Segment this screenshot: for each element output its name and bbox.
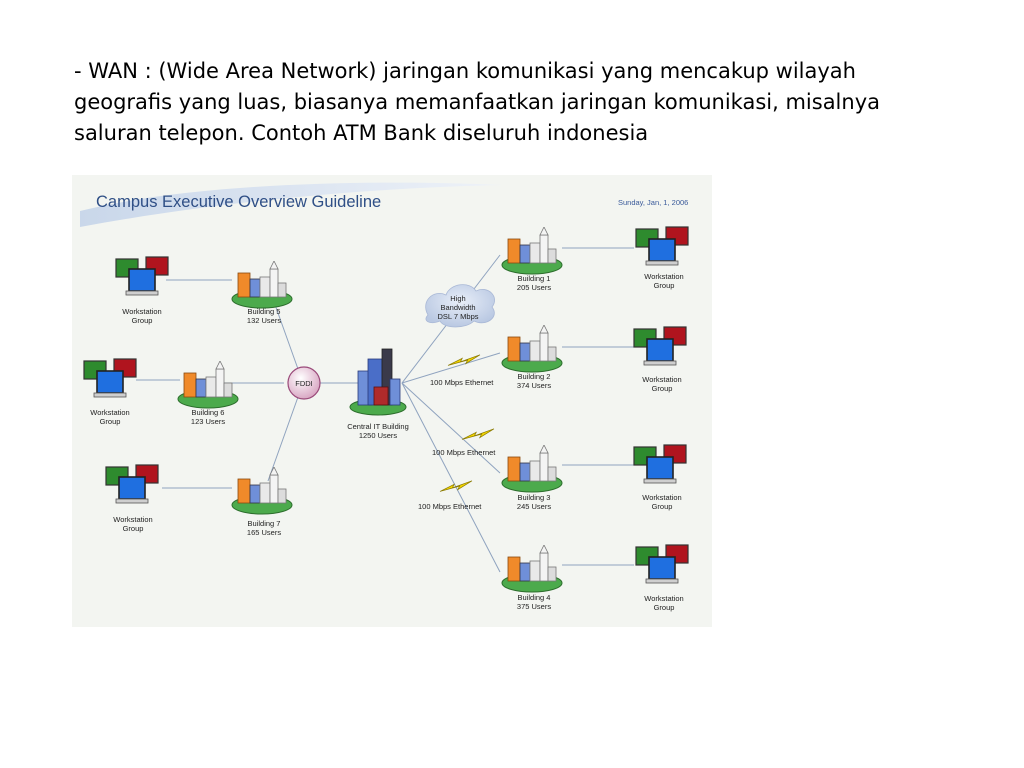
ethernet-link-b4: 100 Mbps Ethernet xyxy=(418,480,482,511)
svg-text:123 Users: 123 Users xyxy=(191,417,225,426)
workstation-group-bottom-left: Workstation Group xyxy=(105,464,159,533)
svg-text:Building 5: Building 5 xyxy=(248,307,281,316)
diagram-date: Sunday, Jan, 1, 2006 xyxy=(618,198,688,207)
diagram-title: Campus Executive Overview Guideline xyxy=(96,193,381,211)
workstation-group-1: Workstation Group xyxy=(635,226,689,290)
svg-text:Building 3: Building 3 xyxy=(518,493,551,502)
svg-text:245 Users: 245 Users xyxy=(517,502,551,511)
building-1: Building 1 205 Users xyxy=(501,227,563,292)
svg-text:374 Users: 374 Users xyxy=(517,381,551,390)
building-4: Building 4 375 Users xyxy=(501,545,563,611)
svg-text:205 Users: 205 Users xyxy=(517,283,551,292)
svg-text:Building 2: Building 2 xyxy=(518,372,551,381)
svg-text:375 Users: 375 Users xyxy=(517,602,551,611)
svg-text:Workstation: Workstation xyxy=(113,515,152,524)
workstation-group-top-left: Workstation Group xyxy=(115,256,169,325)
workstation-group-mid-left: Workstation Group xyxy=(83,358,137,426)
svg-text:Group: Group xyxy=(132,316,153,325)
svg-text:DSL 7 Mbps: DSL 7 Mbps xyxy=(438,312,479,321)
dsl-cloud: High Bandwidth DSL 7 Mbps xyxy=(425,284,495,328)
svg-text:Group: Group xyxy=(654,603,675,612)
building-7: Building 7 165 Users xyxy=(231,467,293,537)
svg-text:Group: Group xyxy=(100,417,121,426)
svg-text:Bandwidth: Bandwidth xyxy=(440,303,475,312)
connection-lines xyxy=(136,247,634,573)
svg-text:Workstation: Workstation xyxy=(642,493,681,502)
svg-text:Building 1: Building 1 xyxy=(518,274,551,283)
network-diagram: Campus Executive Overview Guideline Sund… xyxy=(72,175,712,627)
svg-text:Workstation: Workstation xyxy=(122,307,161,316)
svg-text:High: High xyxy=(450,294,465,303)
svg-text:Building 4: Building 4 xyxy=(518,593,551,602)
svg-text:Workstation: Workstation xyxy=(644,594,683,603)
svg-text:Group: Group xyxy=(123,524,144,533)
svg-text:100 Mbps Ethernet: 100 Mbps Ethernet xyxy=(432,448,496,457)
building-5: Building 5 132 Users xyxy=(231,261,293,325)
svg-text:Building 6: Building 6 xyxy=(192,408,225,417)
svg-text:Building 7: Building 7 xyxy=(248,519,281,528)
slide-text-line: saluran telepon. Contoh ATM Bank diselur… xyxy=(74,121,649,145)
svg-text:Workstation: Workstation xyxy=(644,272,683,281)
slide-body-text: - WAN : (Wide Area Network) jaringan kom… xyxy=(74,56,894,149)
ethernet-link-b3: 100 Mbps Ethernet xyxy=(432,428,496,457)
svg-text:Group: Group xyxy=(652,384,673,393)
building-2: Building 2 374 Users xyxy=(501,325,563,390)
svg-text:Workstation: Workstation xyxy=(90,408,129,417)
svg-text:100 Mbps Ethernet: 100 Mbps Ethernet xyxy=(430,378,494,387)
fddi-node: FDDI xyxy=(287,366,321,400)
workstation-group-2: Workstation Group xyxy=(633,326,687,393)
slide-text-line: - WAN : (Wide Area Network) jaringan kom… xyxy=(74,59,856,83)
svg-text:100 Mbps Ethernet: 100 Mbps Ethernet xyxy=(418,502,482,511)
svg-text:Workstation: Workstation xyxy=(642,375,681,384)
central-it-building: Central IT Building 1250 Users xyxy=(347,348,409,440)
building-6: Building 6 123 Users xyxy=(177,361,239,426)
svg-text:Central IT Building: Central IT Building xyxy=(347,422,409,431)
svg-text:132 Users: 132 Users xyxy=(247,316,281,325)
svg-text:Group: Group xyxy=(654,281,675,290)
workstation-group-4: Workstation Group xyxy=(635,544,689,612)
title-swoosh xyxy=(80,182,502,227)
svg-text:1250 Users: 1250 Users xyxy=(359,431,398,440)
svg-text:FDDI: FDDI xyxy=(295,379,313,388)
slide-text-line: geografis yang luas, biasanya memanfaatk… xyxy=(74,90,880,114)
svg-text:165 Users: 165 Users xyxy=(247,528,281,537)
workstation-group-3: Workstation Group xyxy=(633,444,687,511)
ethernet-link-b2: 100 Mbps Ethernet xyxy=(430,354,494,387)
svg-text:Group: Group xyxy=(652,502,673,511)
building-3: Building 3 245 Users xyxy=(501,445,563,511)
